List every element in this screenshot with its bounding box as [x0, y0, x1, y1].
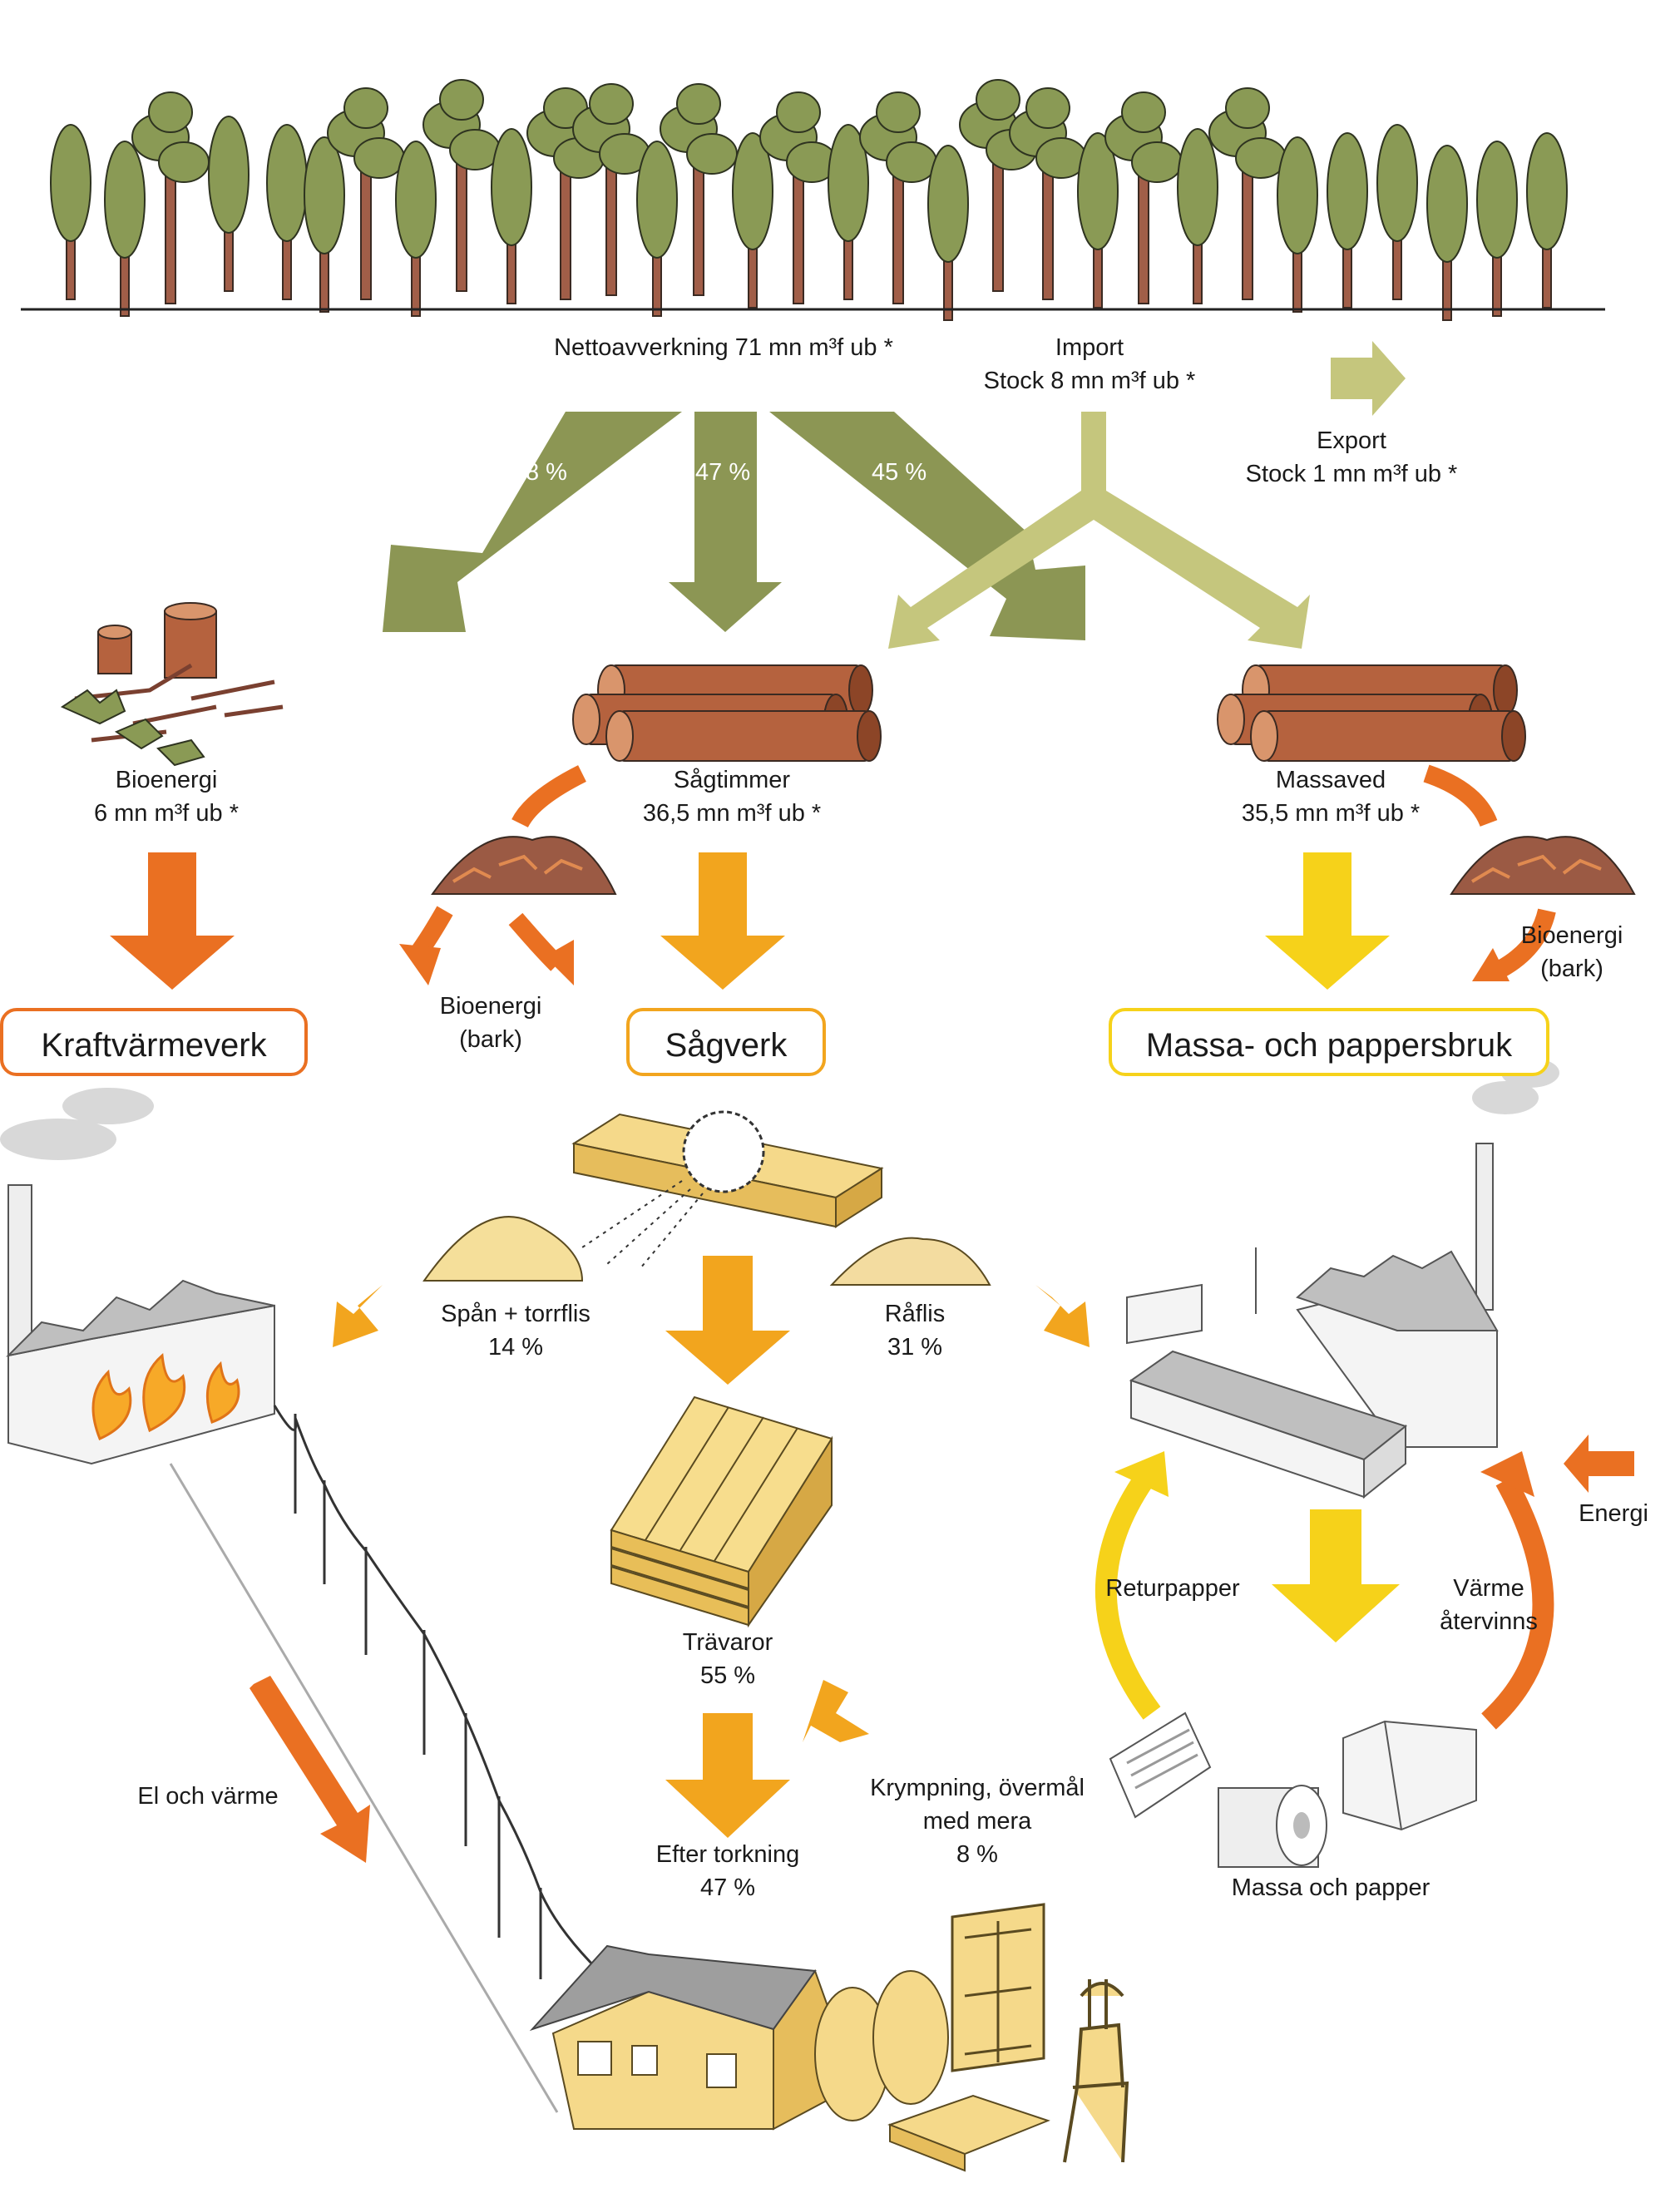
sawmill-box: Sågverk: [626, 1008, 826, 1076]
lumber-stack-illustration: [610, 1395, 833, 1628]
bioenergy-share: 8 %: [526, 459, 567, 486]
bark-bioenergy-label-left: Bioenergi (bark): [439, 993, 542, 1053]
pulp-paper-label: Massa och papper: [1231, 1874, 1430, 1901]
pulpwood-share: 45 %: [872, 459, 927, 486]
sawlogs-label: Sågtimmer 36,5 mn m³f ub *: [642, 767, 822, 827]
shrinkage-label: Krympning, övermål med mera 8 %: [870, 1775, 1085, 1868]
energy-label: Energi: [1579, 1500, 1648, 1527]
recycling-arrows: [1095, 1474, 1554, 1730]
sawlogs-illustration: [572, 664, 882, 762]
pulp-mill-box: Massa- och pappersbruk: [1109, 1008, 1549, 1076]
heat-recovered-label: Värme återvinns: [1440, 1575, 1538, 1635]
bioenergy-label: Bioenergi 6 mn m³f ub *: [93, 767, 240, 827]
net-harvest-label: Nettoavverkning 71 mn m³f ub *: [554, 334, 893, 361]
bark-pile-right: [1450, 836, 1636, 895]
pulpwood-illustration: [1217, 664, 1526, 762]
stumps-and-branches-illustration: [60, 602, 284, 767]
pulpwood-label: Massaved 35,5 mn m³f ub *: [1241, 767, 1421, 827]
wood-chips-pile: [829, 1237, 991, 1286]
paper-products-illustration: [1109, 1711, 1477, 1868]
export-label: Export Stock 1 mn m³f ub *: [1245, 427, 1458, 487]
bark-bioenergy-label-right: Bioenergi (bark): [1520, 922, 1623, 982]
flow-arrows: [110, 852, 1634, 1863]
house-illustration: [529, 1944, 837, 2131]
sawlogs-share: 47 %: [695, 459, 751, 486]
after-drying-label: Efter torkning 47 %: [655, 1841, 800, 1901]
recycled-paper-label: Returpapper: [1105, 1575, 1240, 1602]
sawmill-board-illustration: [571, 1110, 884, 1269]
pulp-mill-illustration: [1126, 1058, 1559, 1499]
recycling-arrowheads: [1114, 1451, 1534, 1497]
bark-arrowheads: [399, 940, 1510, 985]
electricity-heat-label: El och värme: [137, 1783, 279, 1810]
import-export-arrows: [888, 341, 1406, 649]
forest-illustration: [21, 79, 1605, 321]
timber-label: Trävaror 55 %: [682, 1629, 773, 1689]
sawdust-pile: [422, 1216, 584, 1282]
shavings-label: Spån + torrflis 14 %: [441, 1301, 590, 1361]
chp-plant-illustration: [0, 1088, 275, 1465]
harvest-arrows: [383, 412, 1085, 640]
chp-plant-box: Kraftvärmeverk: [0, 1008, 308, 1076]
wood-products-illustration: [814, 1903, 1129, 2172]
wood-chips-label: Råflis 31 %: [884, 1301, 946, 1361]
import-label: Import Stock 8 mn m³f ub *: [983, 334, 1196, 394]
bark-pile-left: [431, 836, 617, 895]
power-lines: [169, 1405, 600, 2113]
